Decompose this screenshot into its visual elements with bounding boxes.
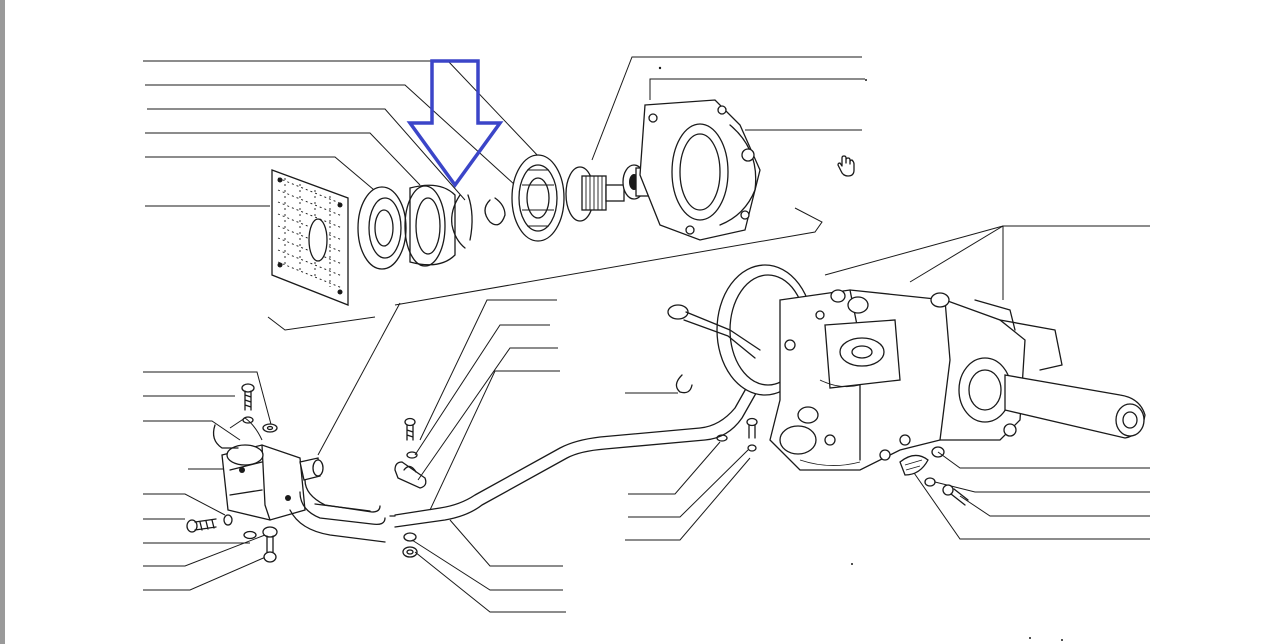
ball-bearing [511, 154, 565, 242]
pump-bolt-top [241, 383, 255, 411]
shift-lever [667, 304, 761, 359]
window-edge [0, 0, 5, 644]
small-clip [484, 197, 506, 226]
pipe-clamp [394, 461, 427, 489]
hand-pointer-icon [837, 155, 855, 177]
housing-cover [639, 99, 761, 241]
highlight-arrow [406, 59, 504, 188]
circlip [451, 194, 473, 249]
right-small-parts [675, 374, 969, 506]
output-flange-arm [958, 299, 1146, 439]
section-frame-line [267, 207, 823, 331]
seal-ring [357, 186, 407, 270]
leader-lines-top-left [143, 60, 541, 207]
gearbox-housing [716, 264, 1026, 471]
leader-lines-top-right [591, 56, 865, 161]
gear-shaft [565, 166, 625, 222]
hydraulic-pump [212, 424, 324, 521]
leader-lines-center [317, 299, 566, 613]
washer-top [262, 423, 278, 433]
pipe-nut-b [402, 546, 418, 558]
pump-bolt-left [186, 518, 217, 533]
pipe-nut-a [403, 532, 417, 542]
washer-left [223, 514, 257, 540]
bearing-cup [404, 184, 456, 267]
print-specks [658, 66, 1063, 641]
clamp-washer [406, 451, 418, 459]
gasket-plate [271, 169, 349, 306]
pump-bolt-bottom [262, 526, 278, 563]
spring-washer-top [242, 416, 254, 424]
leader-lines-left [143, 371, 273, 591]
clamp-bolt [404, 417, 416, 441]
